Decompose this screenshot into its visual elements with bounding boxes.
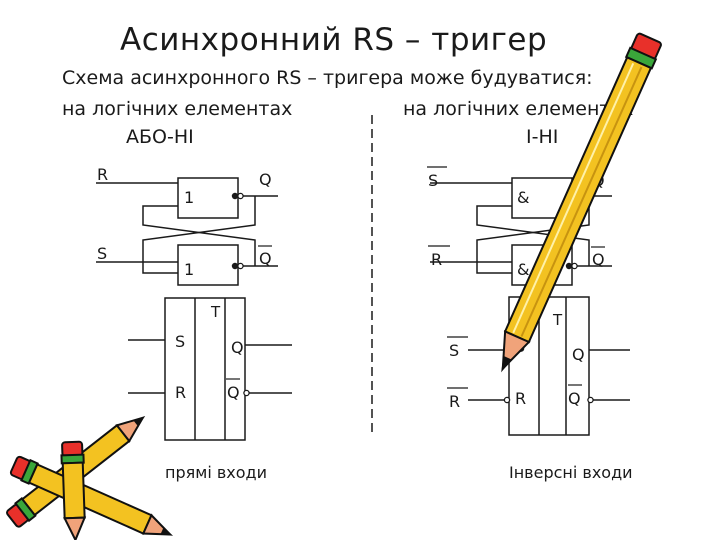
right-t-letter: T — [552, 311, 563, 329]
left-heading-line2: АБО-НІ — [126, 126, 194, 148]
left-t-block — [128, 297, 292, 441]
right-t-qbar-label: Q — [568, 389, 581, 408]
left-t-letter: T — [210, 303, 221, 321]
right-gate-top-symbol: & — [517, 188, 529, 207]
left-t-qbar-bubble — [243, 389, 250, 397]
left-gate-top-symbol: 1 — [184, 188, 194, 207]
left-caption: прямі входи — [165, 463, 267, 482]
right-heading-line2: І-НІ — [526, 126, 559, 148]
left-heading-line1: на логічних елементах — [62, 98, 293, 120]
right-t-r-bubble — [503, 396, 511, 404]
right-inverter-bubble-bottom — [571, 262, 578, 270]
right-gate-bottom-symbol: & — [517, 260, 529, 279]
left-output-qbar-label: Q — [259, 249, 272, 268]
left-junction-top — [231, 192, 239, 200]
left-t-s-label: S — [175, 332, 185, 351]
left-input-r-label: R — [97, 165, 108, 184]
left-output-q-label: Q — [259, 170, 272, 189]
right-t-ext-s-label: S — [449, 341, 459, 360]
left-inverter-bubble-bottom — [237, 262, 244, 270]
right-t-r-label: R — [515, 389, 526, 408]
right-t-qbar-bubble — [587, 396, 594, 404]
right-junction-bottom — [565, 262, 573, 270]
right-t-q-label: Q — [572, 345, 585, 364]
pencil-icon — [501, 32, 662, 373]
left-junction-bottom — [231, 262, 239, 270]
right-t-ext-r-label: R — [449, 392, 460, 411]
right-heading-line1: на логічних елементах — [403, 98, 634, 120]
left-t-r-label: R — [175, 383, 186, 402]
intro-text: Схема асинхронного RS – тригера може буд… — [62, 67, 593, 89]
left-gate-bottom-symbol: 1 — [184, 260, 194, 279]
right-caption: Інверсні входи — [509, 463, 633, 482]
right-t-block — [468, 296, 630, 436]
left-input-s-label: S — [97, 244, 107, 263]
left-t-qbar-label: Q — [227, 383, 240, 402]
right-output-qbar-label: Q — [592, 250, 605, 269]
page-title: Асинхронний RS – тригер — [120, 22, 548, 58]
left-t-q-label: Q — [231, 338, 244, 357]
left-inverter-bubble-top — [237, 192, 244, 200]
right-input-s-label: S — [428, 171, 438, 190]
pencils-icon — [6, 415, 173, 540]
right-input-r-label: R — [431, 250, 442, 269]
